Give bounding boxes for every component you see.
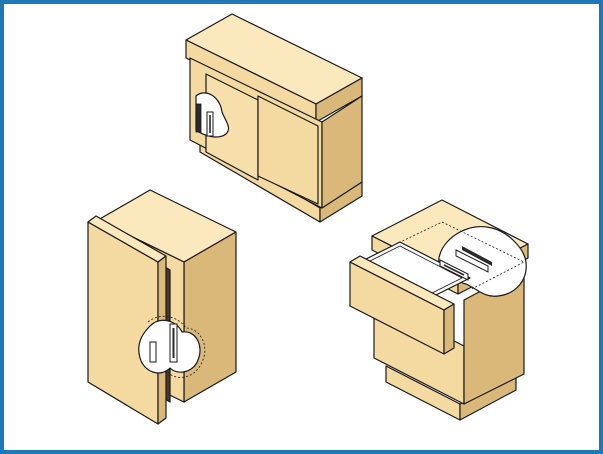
magnetic-catch-icon	[149, 323, 178, 363]
drawer-unit-open-drawer	[349, 199, 529, 421]
magnetic-catch-icon	[439, 246, 492, 281]
cabinet-with-hinged-door	[87, 189, 237, 425]
magnetic-catch-icon	[195, 103, 214, 137]
sideboard-with-sliding-doors	[185, 13, 363, 223]
